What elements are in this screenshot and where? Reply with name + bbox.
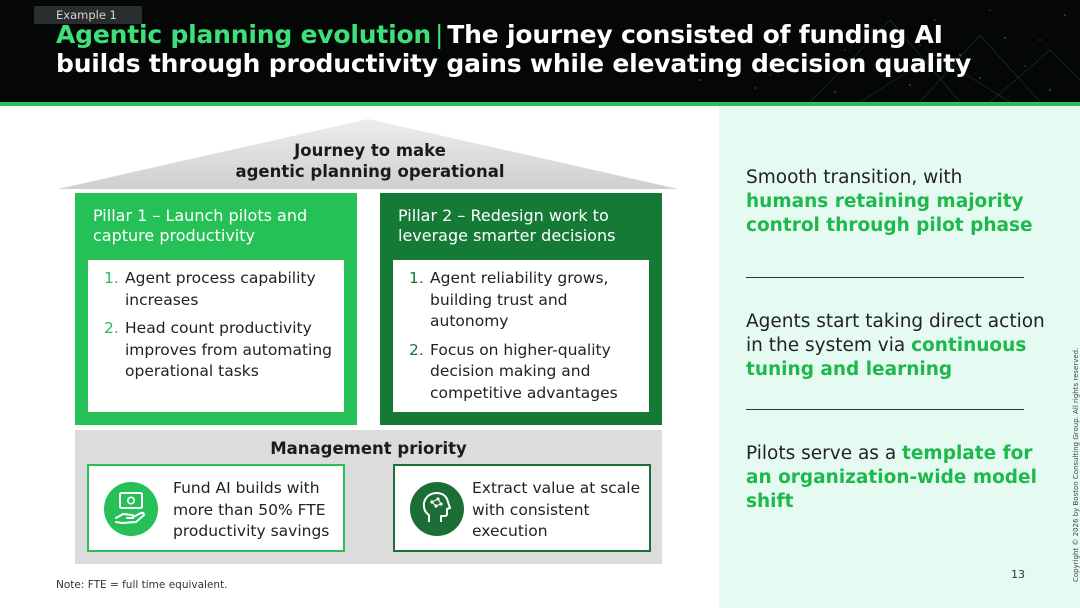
takeaway-2-text: Agents start taking direct action in the… (746, 311, 1045, 356)
header-accent-line (0, 102, 1080, 106)
pillar-1-title: Pillar 1 – Launch pilots and capture pro… (93, 206, 308, 245)
title-highlight: Agentic planning evolution (56, 20, 432, 49)
takeaway-1: Smooth transition, with humans retaining… (746, 166, 1046, 238)
priority-card-funding: Fund AI builds with more than 50% FTE pr… (87, 464, 345, 552)
list-text: Focus on higher-quality decision making … (430, 340, 618, 402)
list-number: 2. (409, 340, 424, 359)
pillar-2-title: Pillar 2 – Redesign work to leverage sma… (398, 206, 616, 245)
takeaway-3: Pilots serve as a template for an organi… (746, 442, 1046, 514)
title-separator: | (435, 20, 444, 49)
list-text: Agent process capability increases (125, 269, 316, 309)
title-rest: The journey consisted of funding AI buil… (56, 20, 972, 78)
list-item: 1. Agent process capability increases (104, 268, 338, 311)
roof-shape (58, 119, 678, 189)
takeaway-divider (746, 409, 1024, 410)
pillar-2-list: 1. Agent reliability grows, building tru… (393, 260, 649, 412)
roof-title-line: agentic planning operational (235, 162, 505, 181)
page-number: 13 (1011, 568, 1025, 581)
list-text: Head count productivity improves from au… (125, 319, 332, 380)
sparkle-decoration (699, 9, 1080, 102)
management-priority-base: Management priority Fund AI builds with … (75, 430, 662, 564)
list-item: 2. Head count productivity improves from… (104, 318, 338, 383)
takeaways-panel (719, 106, 1080, 608)
takeaway-1-emphasis: humans retaining majority control throug… (746, 191, 1033, 236)
priority-card-text: Extract value at scale with consistent e… (472, 479, 641, 540)
list-text: Agent reliability grows, building trust … (430, 269, 609, 330)
roof-title-line: Journey to make (294, 141, 446, 160)
header-banner: Example 1 Agentic planning evolution|The… (0, 0, 1080, 102)
list-number: 1. (409, 269, 424, 287)
takeaway-3-emphasis: template for an organization-wide model … (746, 443, 1037, 512)
list-item: 2. Focus on higher-quality decision maki… (409, 340, 643, 405)
management-priority-title: Management priority (270, 439, 467, 458)
example-tag: Example 1 (34, 6, 142, 24)
takeaway-3-text: Pilots serve as a (746, 443, 903, 464)
page-title: Agentic planning evolution|The journey c… (56, 20, 1016, 78)
ai-head-icon (410, 482, 464, 536)
list-number: 1. (104, 269, 119, 287)
money-hand-icon (104, 482, 158, 536)
priority-card-text: Fund AI builds with more than 50% FTE pr… (173, 479, 330, 540)
pillar-1-list: 1. Agent process capability increases 2.… (88, 260, 344, 412)
pillar-2: Pillar 2 – Redesign work to leverage sma… (380, 193, 662, 425)
list-item: 1. Agent reliability grows, building tru… (409, 268, 643, 333)
takeaway-2-emphasis: continuous tuning and learning (746, 335, 1027, 380)
roof-title: Journey to make agentic planning operati… (200, 140, 540, 182)
pillar-1: Pillar 1 – Launch pilots and capture pro… (75, 193, 357, 425)
takeaway-2: Agents start taking direct action in the… (746, 310, 1046, 382)
list-number: 2. (104, 319, 119, 337)
priority-card-execution: Extract value at scale with consistent e… (393, 464, 651, 552)
takeaway-1-text: Smooth transition, with (746, 167, 963, 188)
takeaway-divider (746, 277, 1024, 278)
copyright-notice: Copyright © 2026 by Boston Consulting Gr… (1072, 347, 1080, 582)
footnote: Note: FTE = full time equivalent. (56, 579, 228, 591)
